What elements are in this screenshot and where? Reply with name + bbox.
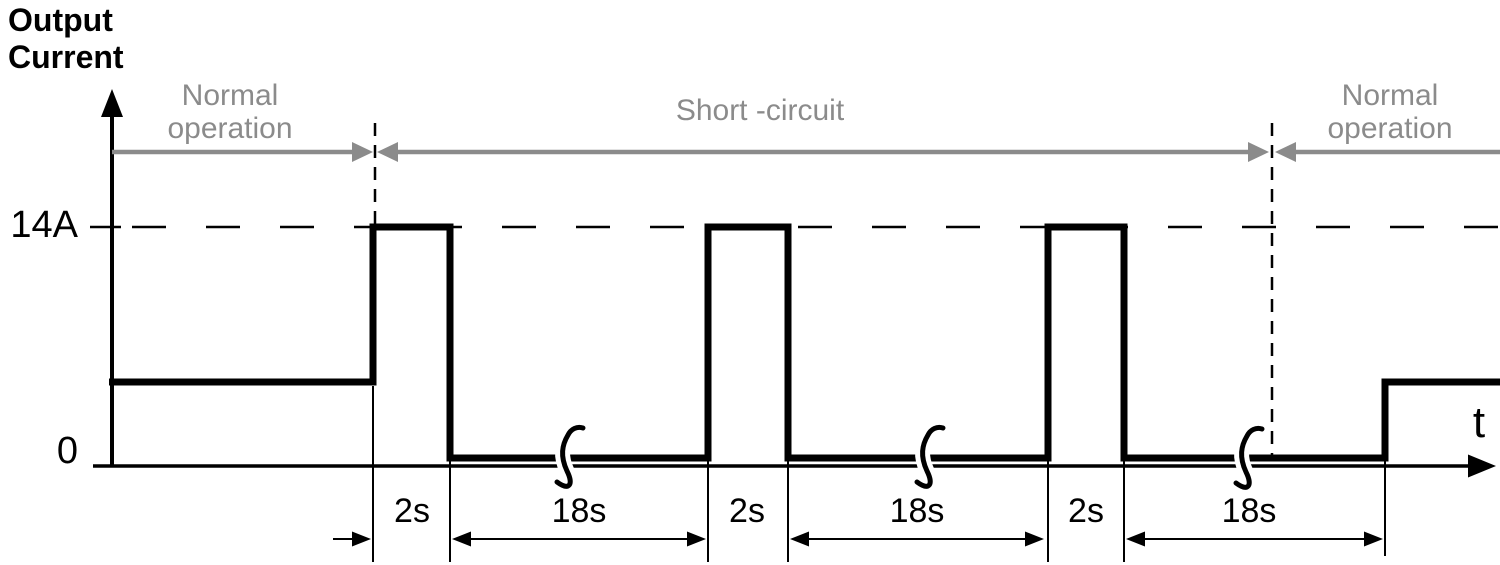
region-label-normal-left: Normal operation (167, 79, 293, 145)
dimension-label-18s-1: 18s (551, 492, 607, 530)
dimension-arrowhead (1025, 531, 1044, 547)
region-arrowhead-short-circuit-start (377, 142, 398, 162)
dimension-arrowhead (790, 531, 809, 547)
dimension-label-18s-2: 18s (889, 492, 945, 530)
dimension-label-2s-1: 2s (394, 492, 430, 530)
y-tick-label-14a: 14A (10, 204, 78, 246)
region-arrowhead-short-circuit-end (1248, 142, 1269, 162)
break-mark-icon (1233, 425, 1265, 490)
y-axis-title: Output Current (8, 2, 124, 75)
dimension-arrowhead-lead-in (352, 531, 371, 547)
dimension-label-18s-3: 18s (1221, 492, 1277, 530)
dimension-label-2s-2: 2s (729, 492, 765, 530)
dimension-arrowhead (687, 531, 706, 547)
dimension-arrowhead (1126, 531, 1145, 547)
y-axis-arrowhead (101, 89, 123, 117)
output-current-waveform (109, 223, 1500, 462)
dimension-arrowhead (452, 531, 471, 547)
region-arrowhead-normal-right-start (1275, 142, 1296, 162)
break-mark-icon (554, 424, 586, 489)
region-arrowhead-normal-left-end (352, 142, 373, 162)
region-label-short-circuit: Short -circuit (675, 94, 845, 127)
dimension-label-2s-3: 2s (1068, 492, 1104, 530)
region-label-normal-right: Normal operation (1327, 79, 1453, 145)
x-axis-label-t: t (1472, 398, 1486, 447)
y-tick-label-0: 0 (56, 430, 78, 472)
break-mark-icon (914, 424, 946, 489)
dimension-arrowhead (1364, 531, 1383, 547)
x-axis-arrowhead (1468, 454, 1496, 478)
